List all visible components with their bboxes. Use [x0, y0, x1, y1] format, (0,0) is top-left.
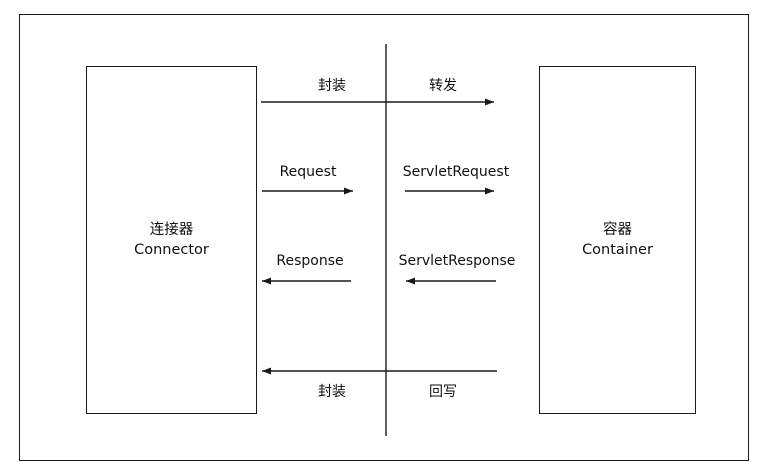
- connector-title: 连接器: [149, 222, 194, 238]
- connector-subtitle: Connector: [134, 242, 209, 258]
- container-subtitle: Container: [582, 242, 653, 258]
- container-box: 容器 Container: [539, 66, 696, 414]
- container-title: 容器: [603, 222, 632, 238]
- label-bottom-right: 回写: [429, 384, 457, 400]
- label-servlet-response: ServletResponse: [398, 253, 516, 269]
- label-response: Response: [276, 253, 344, 269]
- diagram-frame: [19, 14, 749, 461]
- label-servlet-request: ServletRequest: [402, 164, 510, 180]
- label-top-right: 转发: [429, 78, 457, 94]
- label-bottom-left: 封装: [318, 384, 346, 400]
- label-request: Request: [279, 164, 337, 180]
- label-top-left: 封装: [318, 78, 346, 94]
- connector-box: 连接器 Connector: [86, 66, 257, 414]
